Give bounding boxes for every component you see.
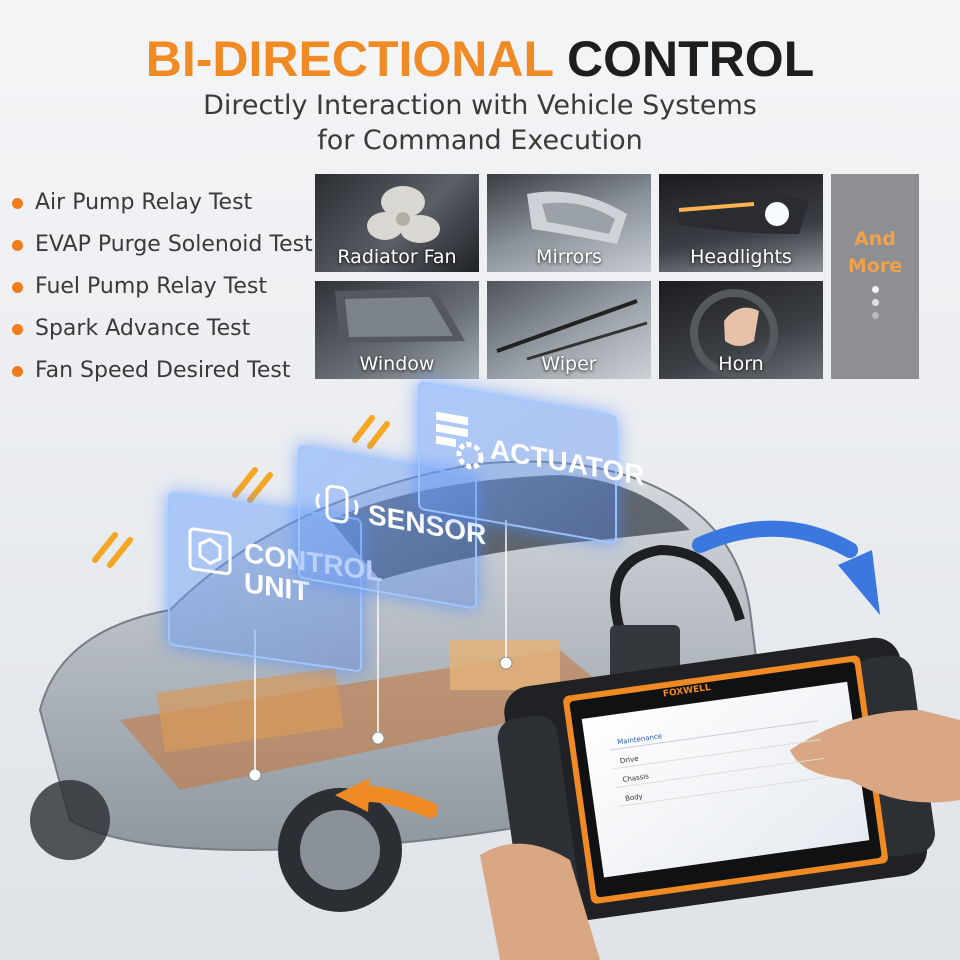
horn-image bbox=[690, 289, 778, 377]
tile-caption: Window bbox=[359, 353, 435, 375]
bullet-icon bbox=[12, 323, 23, 335]
headline-orange: BI-DIRECTIONAL bbox=[145, 31, 554, 87]
dot-icon bbox=[871, 299, 879, 306]
tile-wiper: Wiper bbox=[487, 281, 651, 379]
feature-list: Air Pump Relay Test EVAP Purge Solenoid … bbox=[12, 182, 313, 392]
actuator-panel: ACTUATOR bbox=[418, 380, 645, 545]
tile-headlights: Headlights bbox=[659, 174, 823, 272]
headline: BI-DIRECTIONAL CONTROL bbox=[0, 30, 960, 88]
tile-caption: Wiper bbox=[541, 353, 597, 375]
dot-icon bbox=[871, 286, 879, 293]
feature-item: Fan Speed Desired Test bbox=[12, 350, 313, 392]
bullet-icon bbox=[12, 239, 23, 251]
tile-caption: Mirrors bbox=[536, 246, 602, 268]
mirror-image bbox=[527, 191, 627, 244]
actuator-gear-icon bbox=[436, 411, 484, 470]
feature-item: Spark Advance Test bbox=[12, 308, 313, 350]
bullet-icon bbox=[12, 281, 23, 293]
control-unit-panel: CONTROL UNIT bbox=[168, 491, 382, 673]
headlight-image bbox=[669, 192, 809, 234]
wiper-image bbox=[496, 299, 648, 361]
headline-dark: CONTROL bbox=[567, 31, 815, 87]
tile-mirrors: Mirrors bbox=[487, 174, 651, 272]
tile-horn: Horn bbox=[659, 281, 823, 379]
feature-item: Fuel Pump Relay Test bbox=[12, 266, 313, 308]
bullet-icon bbox=[12, 197, 23, 209]
tile-caption: Horn bbox=[718, 353, 764, 375]
tile-radiator-fan: Radiator Fan bbox=[315, 174, 479, 272]
tile-caption: Radiator Fan bbox=[337, 246, 457, 268]
tile-window: Window bbox=[315, 281, 479, 379]
fan-image bbox=[367, 186, 440, 243]
car-sensor-icon bbox=[315, 484, 359, 524]
window-image bbox=[335, 289, 465, 343]
subtitle-line-2: for Command Execution bbox=[317, 125, 643, 156]
dot-icon bbox=[871, 312, 879, 319]
sensor-panel: SENSOR bbox=[298, 444, 486, 610]
tile-caption: Headlights bbox=[690, 246, 792, 268]
subtitle-line-1: Directly Interaction with Vehicle System… bbox=[203, 90, 757, 121]
chip-icon bbox=[188, 527, 232, 576]
bullet-icon bbox=[12, 365, 23, 377]
feature-item: EVAP Purge Solenoid Test bbox=[12, 224, 313, 266]
feature-item: Air Pump Relay Test bbox=[12, 182, 313, 224]
